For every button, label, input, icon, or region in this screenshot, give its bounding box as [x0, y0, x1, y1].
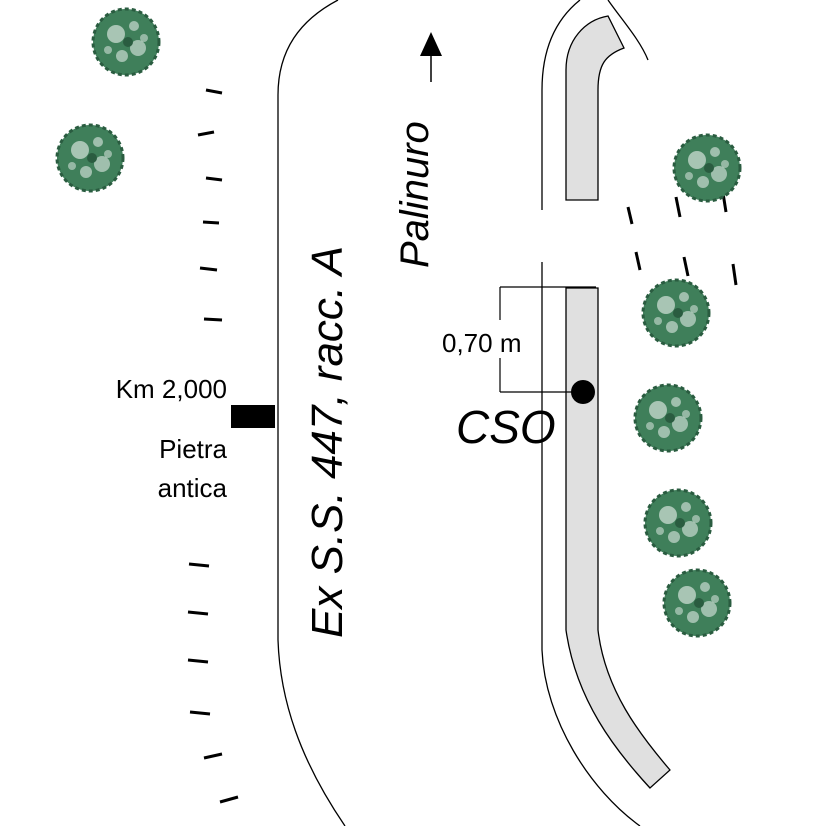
- tree-icon: [633, 383, 703, 453]
- stone-label-line1: Pietra: [159, 434, 227, 464]
- tree-icon: [662, 568, 732, 638]
- milestone-marker: [231, 405, 275, 428]
- distance-dimension: [499, 286, 596, 393]
- road-name-label: Ex S.S. 447, racc. A: [303, 246, 352, 638]
- edge-marks-left: [187, 88, 239, 804]
- road-left-edge: [277, 0, 346, 826]
- tree-icon: [643, 488, 713, 558]
- direction-label: Palinuro: [393, 121, 437, 268]
- traffic-island-lower: [565, 287, 671, 789]
- tree-icon: [672, 133, 742, 203]
- tree-icon: [641, 278, 711, 348]
- cso-point-marker: [571, 380, 595, 404]
- road-right-outer-edge: [541, 0, 641, 826]
- tree-icon: [55, 123, 125, 193]
- edge-marks-right: [626, 192, 738, 286]
- traffic-island-upper: [565, 15, 625, 201]
- km-marker-label: Km 2,000: [116, 374, 227, 404]
- cso-label: CSO: [456, 401, 556, 453]
- direction-arrow-icon: [420, 32, 442, 82]
- stone-label-line2: antica: [158, 473, 228, 503]
- road-right-inner-edge: [607, 0, 649, 61]
- tree-icon: [91, 7, 161, 77]
- distance-label: 0,70 m: [442, 328, 522, 358]
